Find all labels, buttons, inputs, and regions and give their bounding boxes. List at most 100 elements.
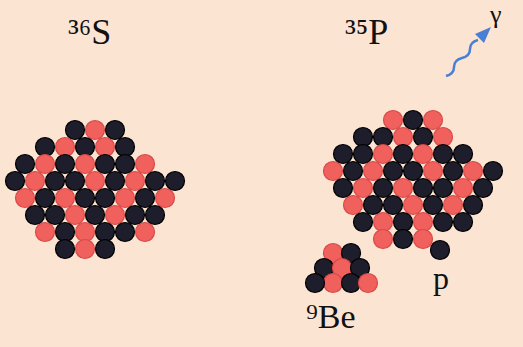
proton <box>414 230 433 249</box>
proton <box>344 196 363 215</box>
neutron <box>86 206 105 225</box>
neutron <box>364 196 383 215</box>
proton <box>424 111 443 130</box>
neutron <box>126 206 145 225</box>
neutron <box>414 128 433 147</box>
neutron <box>46 172 65 191</box>
proton <box>374 213 393 232</box>
neutron <box>354 213 373 232</box>
neutron <box>116 155 135 174</box>
neutron <box>464 196 483 215</box>
neutron <box>404 111 423 130</box>
proton <box>86 172 105 191</box>
neutron <box>106 172 125 191</box>
proton <box>26 172 45 191</box>
proton <box>136 155 155 174</box>
neutron <box>116 138 135 157</box>
proton <box>359 274 378 293</box>
neutron <box>374 128 393 147</box>
neutron <box>26 206 45 225</box>
neutron <box>344 162 363 181</box>
neutron <box>454 213 473 232</box>
nucleus-label: ³⁶S <box>68 14 111 50</box>
neutron <box>454 145 473 164</box>
proton <box>394 179 413 198</box>
nucleus-label: ³⁵P <box>345 14 388 50</box>
nucleus-label: p <box>433 262 449 294</box>
proton <box>364 162 383 181</box>
neutron <box>474 179 493 198</box>
nucleus-label: γ <box>490 2 502 28</box>
neutron <box>36 138 55 157</box>
proton <box>126 172 145 191</box>
proton <box>76 223 95 242</box>
neutron <box>374 179 393 198</box>
neutron <box>96 240 115 259</box>
neutron <box>306 274 325 293</box>
neutron <box>36 189 55 208</box>
neutron <box>96 223 115 242</box>
neutron <box>354 128 373 147</box>
neutron <box>384 162 403 181</box>
proton <box>324 162 343 181</box>
neutron <box>354 145 373 164</box>
neutron <box>56 155 75 174</box>
proton <box>404 196 423 215</box>
neutron <box>46 206 65 225</box>
proton <box>354 179 373 198</box>
gamma-arrowhead <box>475 27 491 43</box>
proton <box>36 223 55 242</box>
neutron <box>166 172 185 191</box>
neutron <box>56 223 75 242</box>
neutron <box>334 179 353 198</box>
proton <box>76 240 95 259</box>
neutron <box>424 196 443 215</box>
proton <box>66 206 85 225</box>
neutron <box>431 241 450 260</box>
proton <box>106 206 125 225</box>
proton <box>86 121 105 140</box>
neutron <box>394 213 413 232</box>
neutron <box>66 121 85 140</box>
neutron <box>484 162 503 181</box>
neutron <box>414 179 433 198</box>
neutron <box>56 240 75 259</box>
proton <box>136 223 155 242</box>
nucleus-label: ⁹Be <box>306 300 356 334</box>
neutron <box>444 162 463 181</box>
neutron <box>334 145 353 164</box>
proton <box>56 138 75 157</box>
proton <box>324 274 343 293</box>
nuclei <box>6 111 503 293</box>
neutron <box>394 145 413 164</box>
proton <box>374 145 393 164</box>
proton <box>414 213 433 232</box>
proton <box>56 189 75 208</box>
neutron <box>394 230 413 249</box>
neutron <box>6 172 25 191</box>
neutron <box>76 189 95 208</box>
neutron <box>96 189 115 208</box>
neutron <box>434 213 453 232</box>
neutron <box>136 189 155 208</box>
neutron <box>384 196 403 215</box>
proton <box>156 189 175 208</box>
proton <box>374 230 393 249</box>
neutron <box>404 162 423 181</box>
proton <box>424 162 443 181</box>
proton <box>414 145 433 164</box>
proton <box>116 189 135 208</box>
proton <box>76 155 95 174</box>
proton <box>454 179 473 198</box>
proton <box>394 128 413 147</box>
proton <box>464 162 483 181</box>
neutron <box>434 179 453 198</box>
neutron <box>146 206 165 225</box>
neutron <box>66 172 85 191</box>
proton <box>384 111 403 130</box>
proton <box>444 196 463 215</box>
proton <box>96 138 115 157</box>
neutron <box>76 138 95 157</box>
neutron <box>434 145 453 164</box>
